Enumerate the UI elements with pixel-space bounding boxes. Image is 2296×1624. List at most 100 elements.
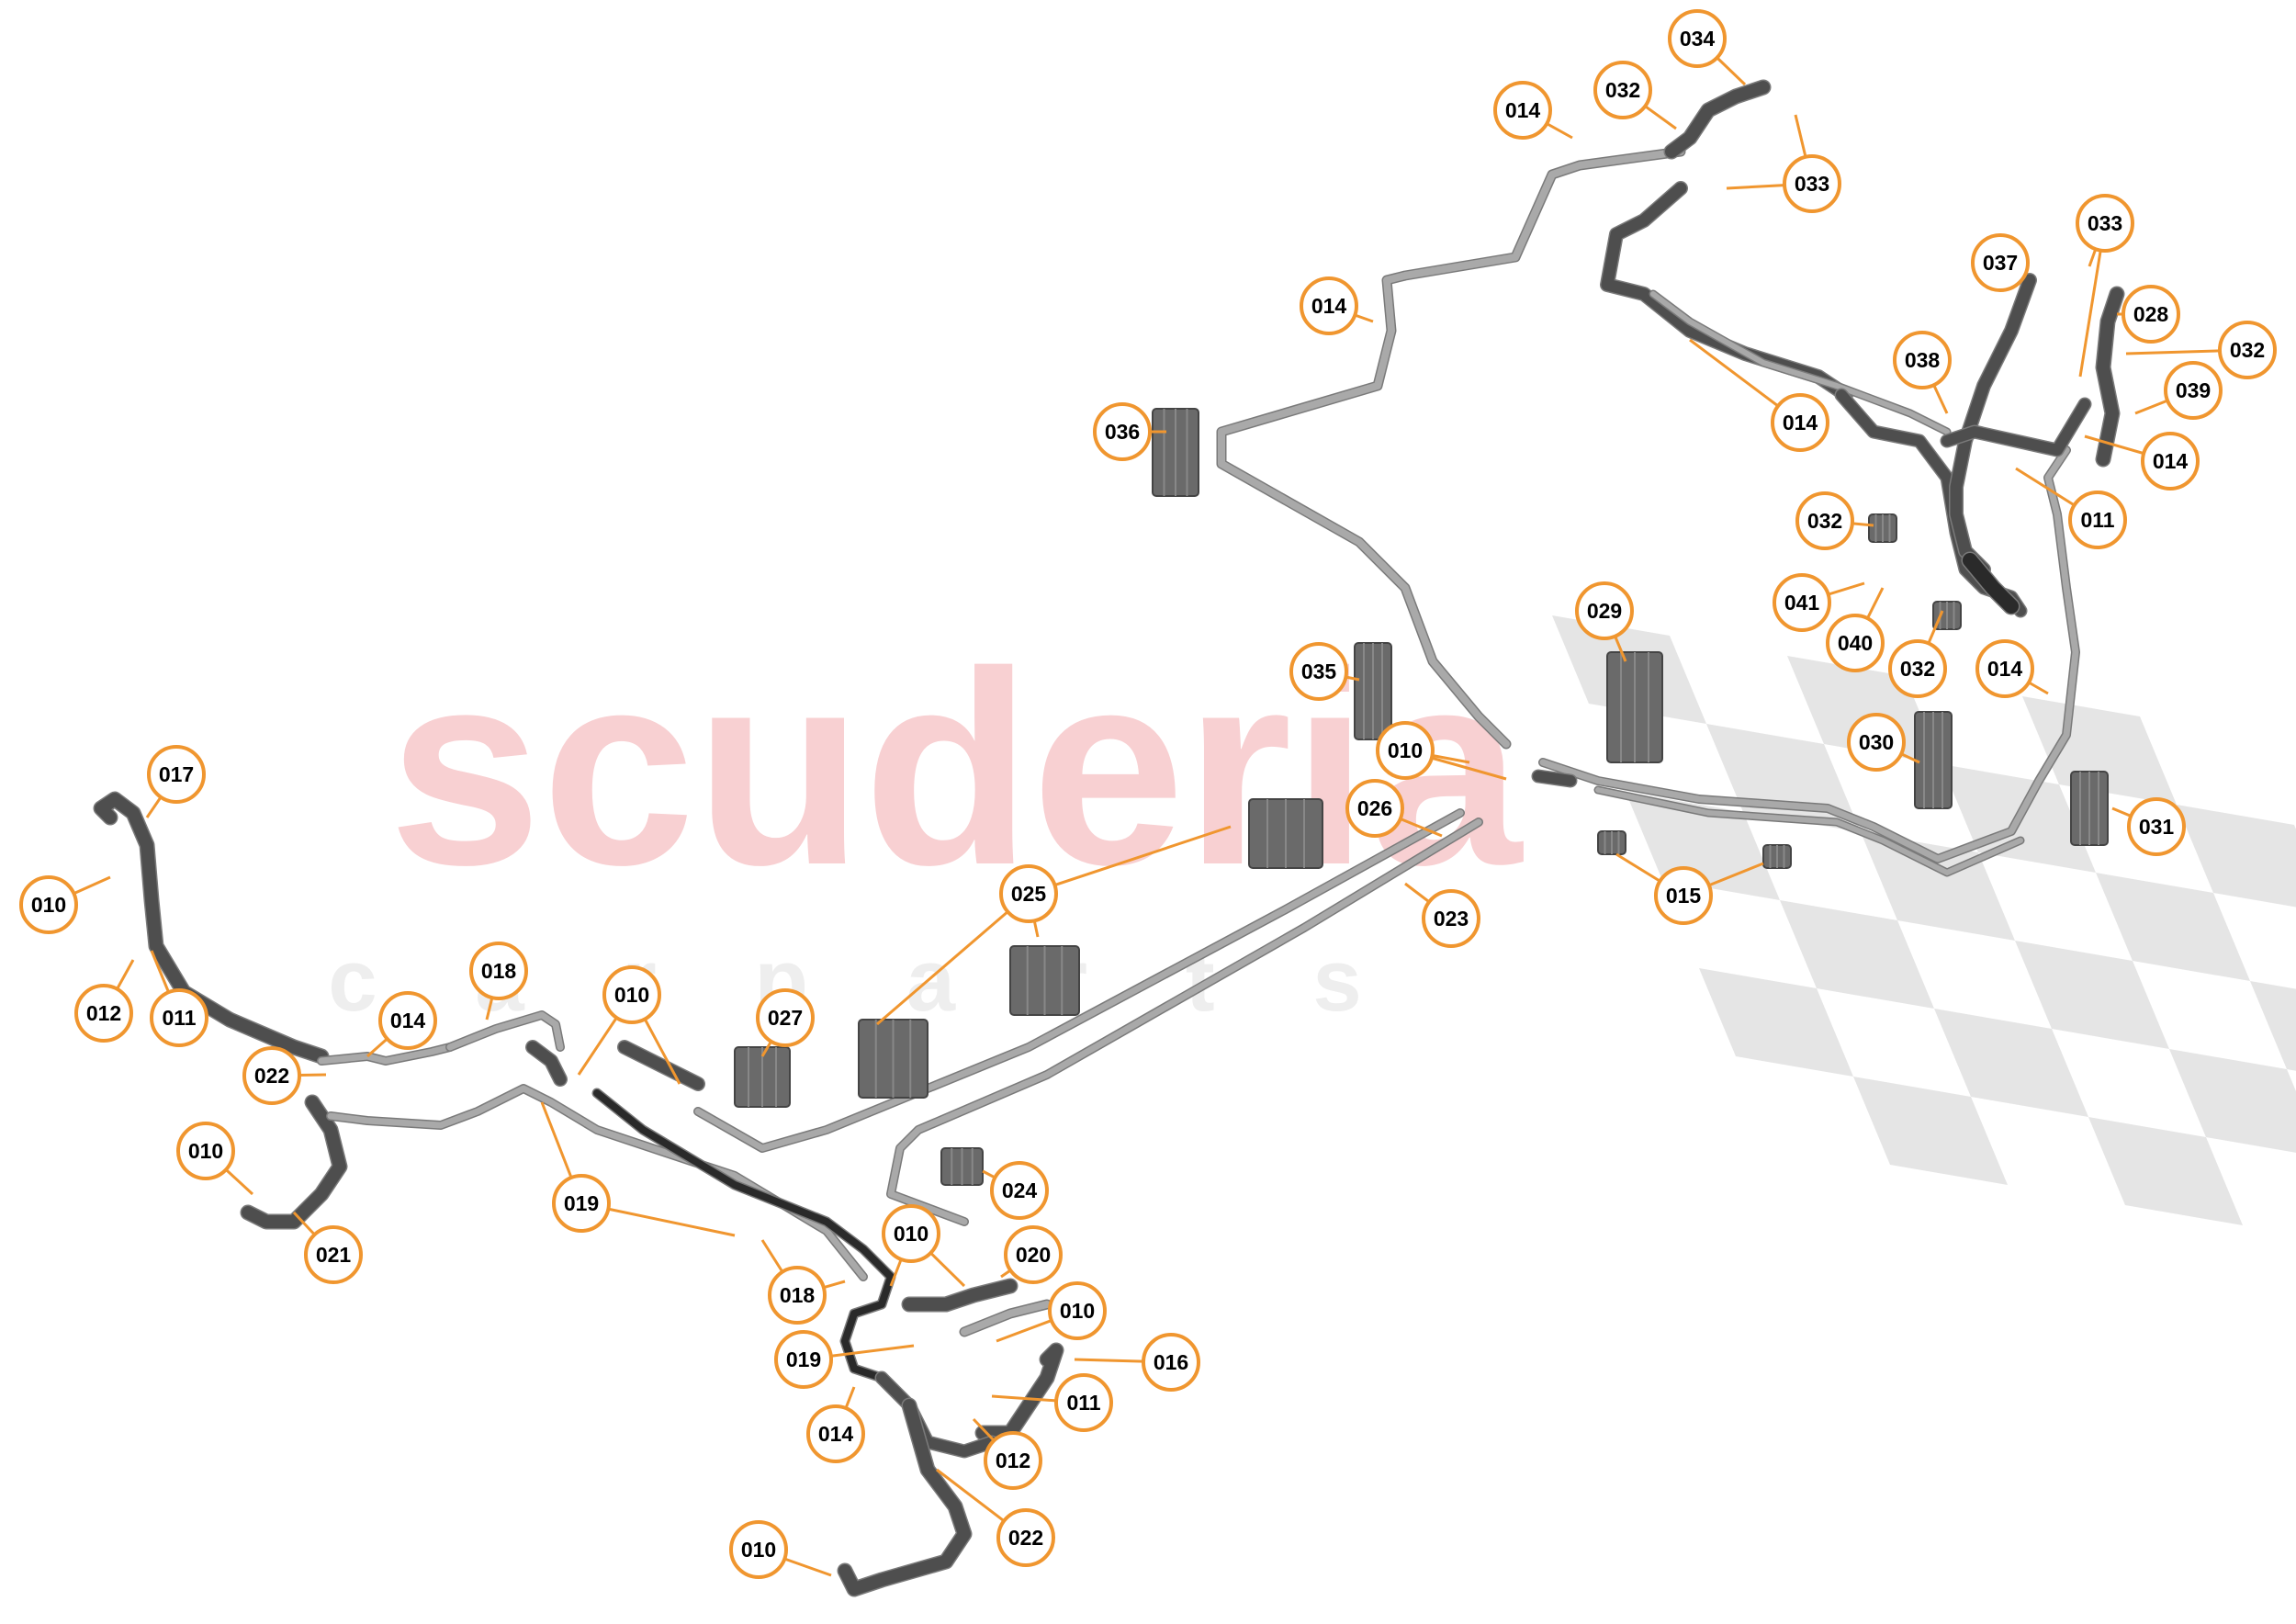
leader-line [1028, 825, 1232, 896]
callout-label: 014 [1783, 411, 1818, 434]
callout-015[interactable]: 015 [1654, 866, 1713, 925]
callout-014[interactable]: 014 [378, 991, 437, 1050]
callout-label: 011 [162, 1006, 196, 1030]
callout-018[interactable]: 018 [469, 942, 528, 1000]
callout-038[interactable]: 038 [1893, 331, 1952, 389]
callout-circle [1795, 491, 1854, 550]
callout-014[interactable]: 014 [1493, 81, 1552, 140]
callout-022[interactable]: 022 [242, 1046, 301, 1105]
callout-020[interactable]: 020 [1004, 1225, 1063, 1284]
callout-circle [74, 984, 133, 1043]
callout-028[interactable]: 028 [2122, 285, 2180, 344]
callout-010[interactable]: 010 [176, 1122, 235, 1180]
callout-circle [1888, 639, 1947, 698]
callout-037[interactable]: 037 [1971, 233, 2030, 292]
callout-016[interactable]: 016 [1142, 1333, 1200, 1392]
callout-022[interactable]: 022 [996, 1508, 1055, 1567]
callout-012[interactable]: 012 [984, 1431, 1042, 1490]
callout-036[interactable]: 036 [1093, 402, 1152, 461]
callout-circle [176, 1122, 235, 1180]
callout-circle [1826, 614, 1885, 672]
callout-circle [882, 1204, 940, 1263]
callout-circle [1493, 81, 1552, 140]
callout-023[interactable]: 023 [1422, 889, 1480, 948]
callout-label: 010 [31, 893, 66, 917]
callout-circle [756, 988, 815, 1047]
callout-label: 022 [254, 1064, 289, 1088]
callout-label: 018 [780, 1283, 816, 1307]
callout-circle [1345, 779, 1404, 838]
callout-011[interactable]: 011 [1054, 1373, 1113, 1432]
callout-026[interactable]: 026 [1345, 779, 1404, 838]
callout-032[interactable]: 032 [1593, 61, 1652, 119]
callout-label: 023 [1434, 907, 1469, 930]
callout-label: 010 [1060, 1299, 1095, 1323]
callout-017[interactable]: 017 [147, 745, 206, 804]
callout-label: 015 [1666, 884, 1702, 908]
callout-031[interactable]: 031 [2127, 797, 2186, 856]
callout-030[interactable]: 030 [1847, 713, 1906, 772]
callout-circle [2218, 321, 2277, 379]
callout-label: 012 [86, 1001, 121, 1025]
callout-label: 018 [481, 959, 517, 983]
callout-039[interactable]: 039 [2164, 361, 2223, 420]
callout-034[interactable]: 034 [1668, 9, 1727, 68]
callout-circle [2141, 432, 2200, 491]
callout-012[interactable]: 012 [74, 984, 133, 1043]
callout-025[interactable]: 025 [999, 864, 1058, 923]
callout-label: 014 [818, 1422, 854, 1446]
callout-010[interactable]: 010 [882, 1204, 940, 1263]
callout-010[interactable]: 010 [1376, 721, 1435, 780]
callout-label: 038 [1905, 348, 1941, 372]
callout-041[interactable]: 041 [1773, 573, 1831, 632]
callout-032[interactable]: 032 [1888, 639, 1947, 698]
callout-circle [774, 1330, 833, 1389]
hose-left-top [93, 791, 330, 1065]
callout-010[interactable]: 010 [19, 875, 78, 934]
callout-label: 020 [1016, 1243, 1051, 1267]
callout-010[interactable]: 010 [1048, 1281, 1107, 1340]
callout-021[interactable]: 021 [304, 1225, 363, 1284]
callout-027[interactable]: 027 [756, 988, 815, 1047]
callout-040[interactable]: 040 [1826, 614, 1885, 672]
callout-circle [1093, 402, 1152, 461]
callout-label: 040 [1838, 631, 1873, 655]
callout-circle [1668, 9, 1727, 68]
callout-circle [768, 1266, 827, 1325]
callout-018[interactable]: 018 [768, 1266, 827, 1325]
callout-029[interactable]: 029 [1575, 581, 1634, 640]
callout-circle [1575, 581, 1634, 640]
callout-014[interactable]: 014 [806, 1404, 865, 1463]
callout-label: 024 [1002, 1179, 1038, 1202]
callout-011[interactable]: 011 [2068, 491, 2127, 549]
callout-label: 034 [1680, 27, 1716, 51]
callout-circle [552, 1174, 611, 1233]
callout-circle [1893, 331, 1952, 389]
callout-019[interactable]: 019 [552, 1174, 611, 1233]
callout-024[interactable]: 024 [990, 1161, 1049, 1220]
callout-019[interactable]: 019 [774, 1330, 833, 1389]
callout-010[interactable]: 010 [729, 1520, 788, 1579]
callout-014[interactable]: 014 [1975, 639, 2034, 698]
callout-circle [1771, 393, 1829, 452]
callout-circle [1004, 1225, 1063, 1284]
callout-014[interactable]: 014 [2141, 432, 2200, 491]
callout-label: 011 [2080, 508, 2114, 532]
callout-label: 014 [390, 1009, 426, 1032]
callout-011[interactable]: 011 [150, 988, 208, 1047]
callout-014[interactable]: 014 [1300, 276, 1358, 335]
callout-035[interactable]: 035 [1289, 642, 1348, 701]
callout-014[interactable]: 014 [1771, 393, 1829, 452]
callout-circle [304, 1225, 363, 1284]
callout-033[interactable]: 033 [2076, 194, 2134, 253]
callout-circle [1376, 721, 1435, 780]
callout-010[interactable]: 010 [602, 965, 661, 1024]
callout-circle [2076, 194, 2134, 253]
callout-label: 032 [1900, 657, 1935, 681]
callout-032[interactable]: 032 [2218, 321, 2277, 379]
callout-033[interactable]: 033 [1783, 154, 1841, 213]
callout-label: 032 [1605, 78, 1640, 102]
callout-032[interactable]: 032 [1795, 491, 1854, 550]
callout-circle [1773, 573, 1831, 632]
